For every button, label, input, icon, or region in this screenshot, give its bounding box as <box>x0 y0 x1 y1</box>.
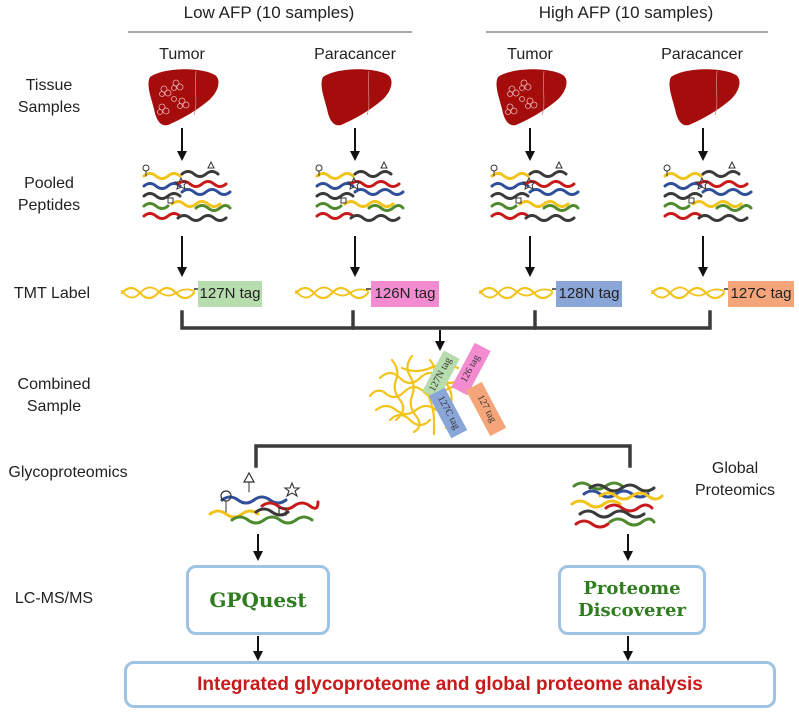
liver-paracancer-high <box>669 68 740 126</box>
row-label-tmt: TMT Label <box>13 285 91 302</box>
liver-tumor-low <box>148 68 219 126</box>
row-label-combined: Combined Sample <box>2 374 106 418</box>
tmt-peptide-3 <box>478 286 558 300</box>
low-afp-header: Low AFP (10 samples) <box>183 3 355 22</box>
col-label-1: Tumor <box>159 46 205 63</box>
row-label-pooled-1: Pooled <box>24 175 74 192</box>
gpquest-label: GPQuest <box>209 588 307 612</box>
gpquest-box: GPQuest <box>186 565 330 635</box>
row-label-combined-2: Sample <box>26 398 82 415</box>
col-label-3: Tumor <box>507 46 553 63</box>
peptides-2 <box>314 160 405 222</box>
tmt-tag-128n: 128N tag <box>556 281 622 307</box>
col-label-4: Paracancer <box>661 46 743 63</box>
liver-tumor-high <box>496 68 567 126</box>
tmt-tag-126n: 126N tag <box>371 281 439 307</box>
row-label-pooled: Pooled Peptides <box>4 173 94 217</box>
row-label-tissue: Tissue Samples <box>6 75 92 119</box>
combine-bracket <box>180 310 712 330</box>
row-label-global-2: Proteomics <box>694 482 776 499</box>
tmt-peptide-4 <box>650 286 730 300</box>
row-label-combined-1: Combined <box>17 376 91 393</box>
glycopeptides <box>208 471 320 525</box>
peptides-3 <box>489 160 580 222</box>
pd-label-line2: Discoverer <box>578 600 686 621</box>
row-label-tissue-2: Samples <box>17 99 81 116</box>
pd-label-line1: Proteome <box>583 578 681 599</box>
proteome-discoverer-box: Proteome Discoverer <box>558 565 706 635</box>
row-label-global: Global Proteomics <box>680 458 790 502</box>
row-label-tissue-1: Tissue <box>25 77 73 94</box>
global-peptides <box>570 481 664 529</box>
integrated-analysis-box: Integrated glycoproteome and global prot… <box>124 661 776 708</box>
split-bracket <box>254 444 632 468</box>
peptides-1 <box>141 160 232 222</box>
col-label-2: Paracancer <box>314 46 396 63</box>
peptides-4 <box>662 160 753 222</box>
integrated-analysis-label: Integrated glycoproteome and global prot… <box>197 673 703 695</box>
row-label-global-1: Global <box>711 460 759 477</box>
row-label-pooled-2: Peptides <box>17 197 81 214</box>
tmt-tag-127c: 127C tag <box>728 281 794 307</box>
liver-paracancer-low <box>321 68 392 126</box>
high-afp-header: High AFP (10 samples) <box>538 3 714 22</box>
row-label-lcms: LC-MS/MS <box>14 590 94 607</box>
tmt-peptide-1 <box>120 286 200 300</box>
tmt-tag-127n: 127N tag <box>198 281 262 307</box>
row-label-glyco: Glycoproteomics <box>8 464 128 481</box>
tmt-peptide-2 <box>294 286 372 300</box>
